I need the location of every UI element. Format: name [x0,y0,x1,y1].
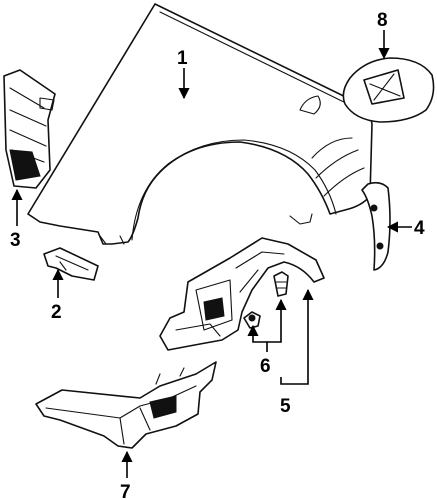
fender-liner-part [159,237,325,351]
callout-6: 6 [247,298,287,377]
liner-clips-part [243,271,289,329]
svg-text:5: 5 [280,396,291,417]
svg-text:8: 8 [377,10,388,31]
callout-2: 2 [51,268,64,323]
svg-text:3: 3 [10,230,21,251]
svg-text:6: 6 [260,356,271,377]
callout-1: 1 [177,48,190,100]
callout-4: 4 [386,218,425,239]
engine-splash-shield-part [35,361,217,449]
front-fender-part [27,3,373,245]
callout-5: 5 [280,288,314,417]
svg-text:2: 2 [51,302,62,323]
fuel-door-part [342,57,435,123]
wheel-opening-molding-part [361,181,391,271]
svg-text:1: 1 [177,48,188,69]
callout-8: 8 [377,10,390,60]
svg-text:4: 4 [414,218,425,239]
fender-splash-shield-part [3,69,56,189]
callout-7: 7 [120,450,133,500]
svg-text:7: 7 [120,482,131,500]
callout-3: 3 [10,188,23,251]
fender-bracket-part [43,247,99,281]
